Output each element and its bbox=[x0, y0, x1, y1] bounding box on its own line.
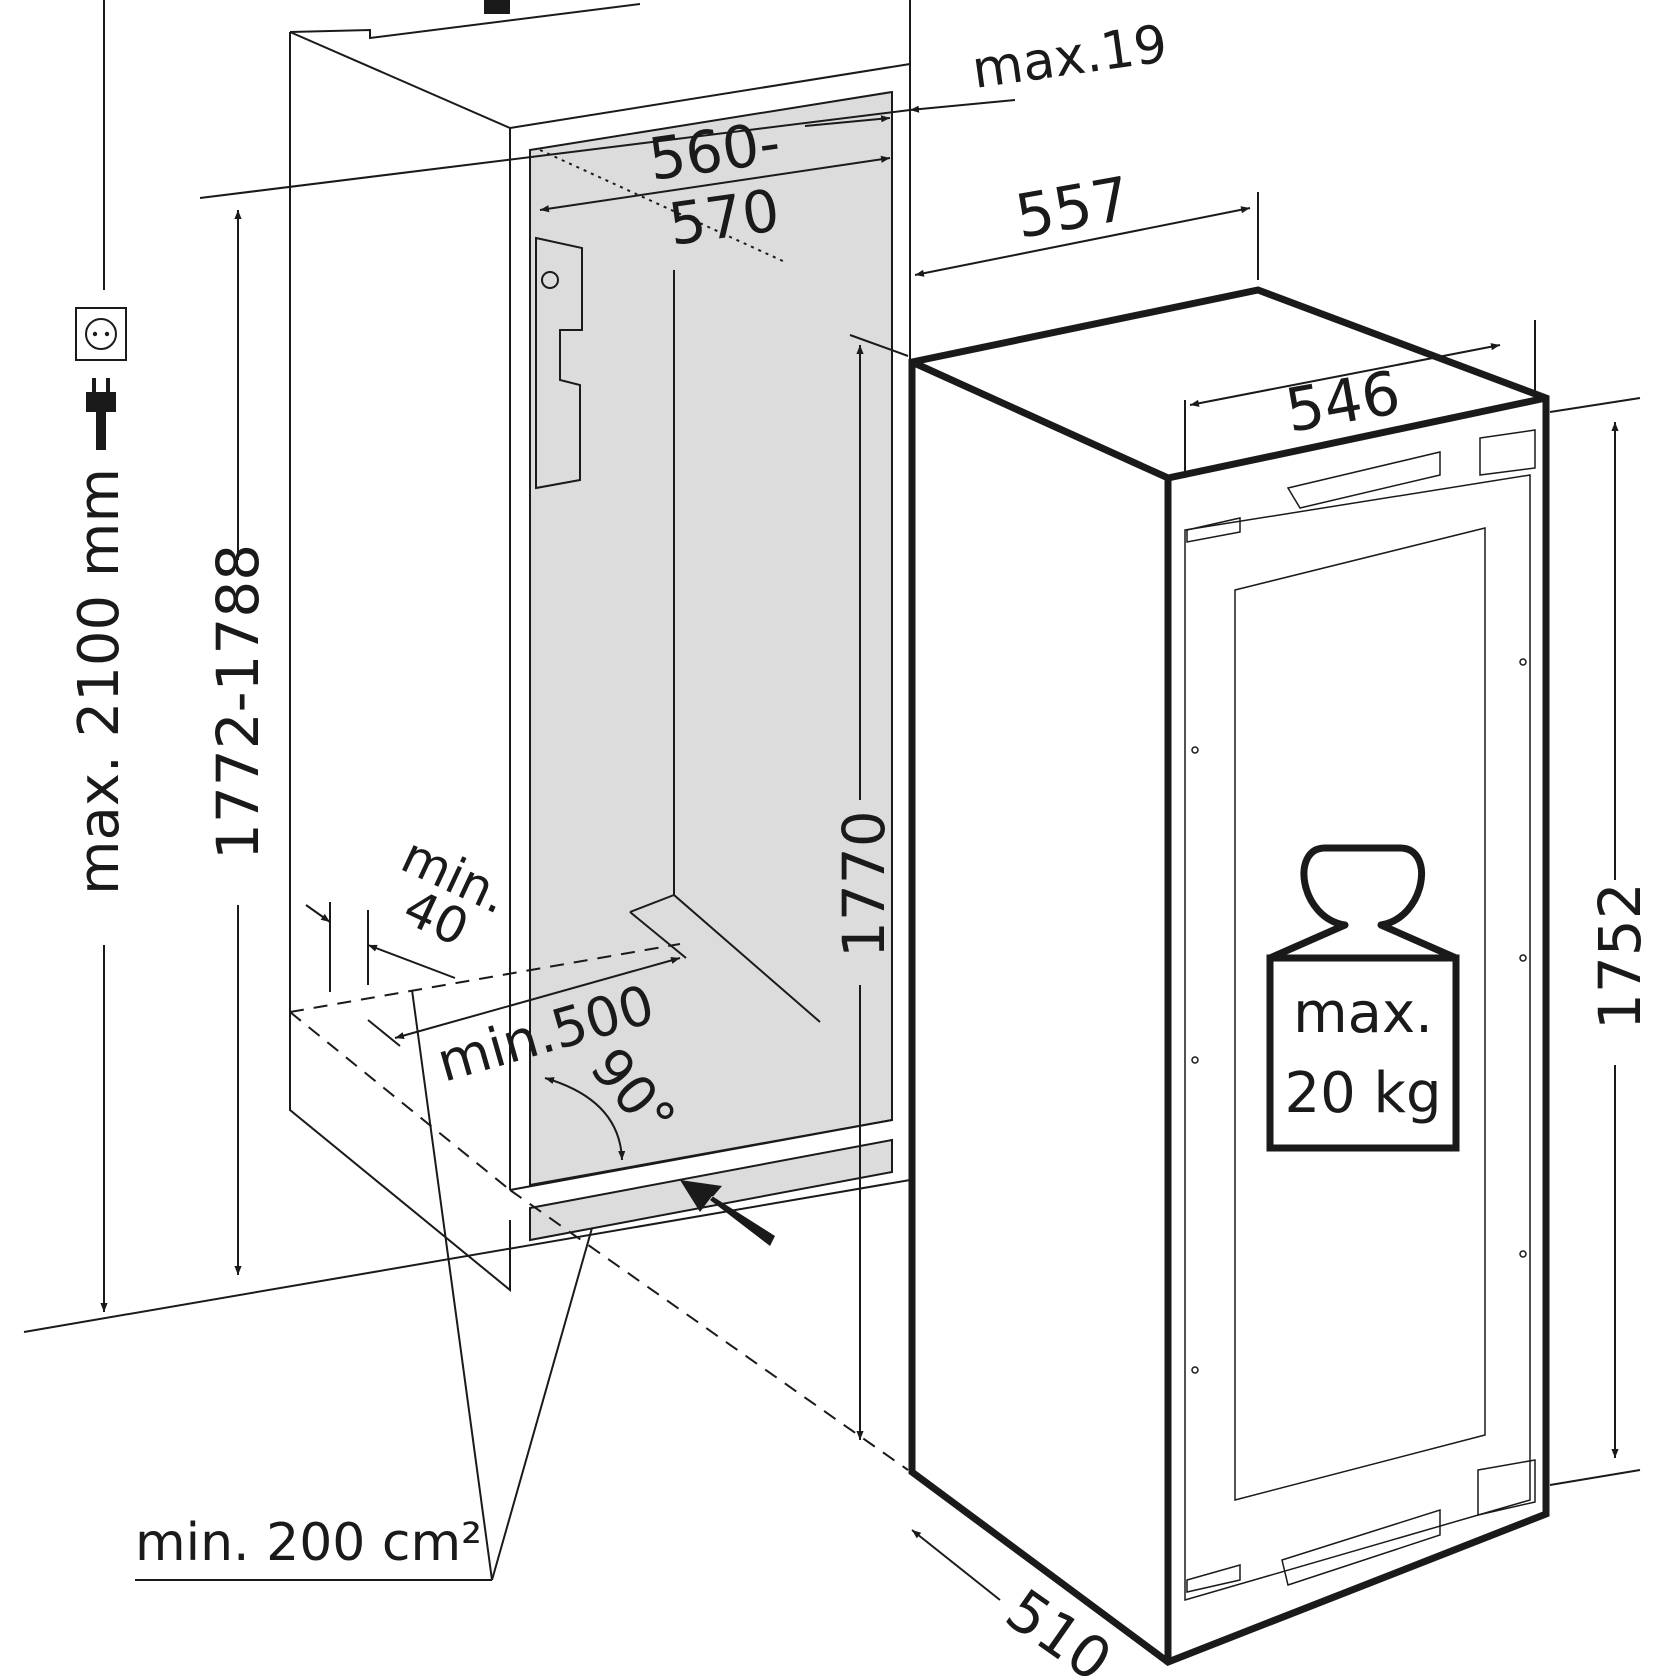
cabinet-dimensions bbox=[23, 0, 1016, 1581]
label-weight-max: max. bbox=[1293, 981, 1433, 1046]
label-depth: 510 bbox=[994, 1576, 1124, 1676]
label-weight-val: 20 kg bbox=[1284, 1061, 1441, 1126]
socket-icon bbox=[75, 307, 127, 361]
appliance-dimensions bbox=[911, 192, 1641, 1601]
label-h1752: 1752 bbox=[1586, 882, 1654, 1030]
plug-icon bbox=[86, 378, 116, 450]
label-vent: min. 200 cm² bbox=[135, 1513, 482, 1573]
label-h1770: 1770 bbox=[830, 810, 898, 958]
appliance bbox=[908, 286, 1550, 1666]
weight-icon bbox=[1266, 844, 1460, 1152]
niche-cabinet bbox=[289, 0, 911, 1471]
label-h1772: 1772-1788 bbox=[204, 544, 272, 860]
label-w570: 570 bbox=[664, 176, 783, 259]
label-hmax: max. 2100 mm bbox=[67, 468, 132, 895]
arrow-icon bbox=[680, 1180, 775, 1246]
label-w557: 557 bbox=[1010, 164, 1135, 253]
label-max19: max.19 bbox=[968, 14, 1170, 101]
